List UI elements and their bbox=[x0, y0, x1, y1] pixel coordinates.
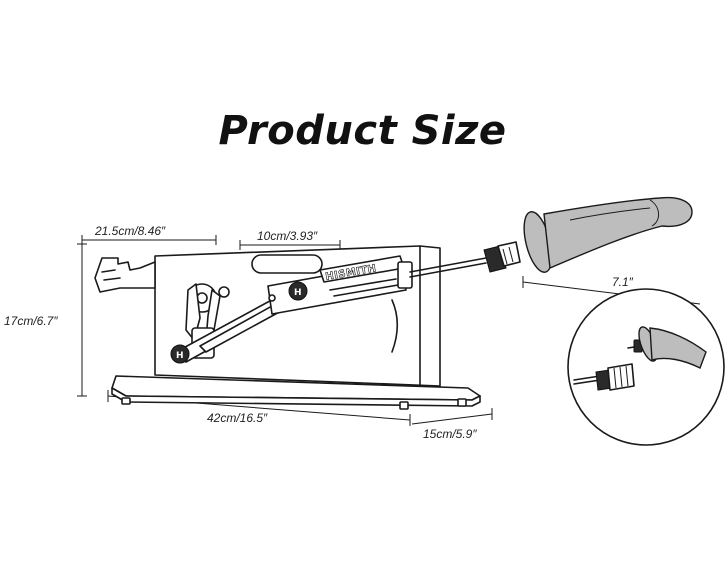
dimension-base-depth: 15cm/5.9″ bbox=[411, 408, 493, 441]
thrust-rod bbox=[409, 257, 487, 278]
dimension-attachment-length-label: 7.1″ bbox=[612, 275, 634, 289]
dimension-height-label: 17cm/6.7″ bbox=[4, 314, 58, 328]
svg-text:H: H bbox=[294, 288, 302, 298]
svg-text:H: H bbox=[176, 351, 184, 361]
attachment bbox=[523, 196, 693, 273]
dimension-base-depth-label: 15cm/5.9″ bbox=[423, 427, 477, 441]
sliding-block: H bbox=[267, 255, 413, 315]
dimension-height: 17cm/6.7″ bbox=[4, 243, 87, 397]
page-title: Product Size bbox=[218, 108, 507, 154]
quick-connector bbox=[483, 241, 521, 273]
base-plate bbox=[111, 375, 481, 410]
rear-handle bbox=[94, 257, 156, 293]
dimension-base-length-label: 42cm/16.5″ bbox=[207, 411, 268, 425]
dimension-slot-label: 10cm/3.93″ bbox=[257, 229, 318, 243]
dimension-slot: 10cm/3.93″ bbox=[239, 229, 341, 250]
dimension-width-top-label: 21.5cm/8.46″ bbox=[94, 224, 166, 238]
dimension-width-top: 21.5cm/8.46″ bbox=[81, 224, 217, 245]
connector-detail-inset bbox=[567, 288, 725, 446]
guide-rod bbox=[391, 299, 399, 353]
